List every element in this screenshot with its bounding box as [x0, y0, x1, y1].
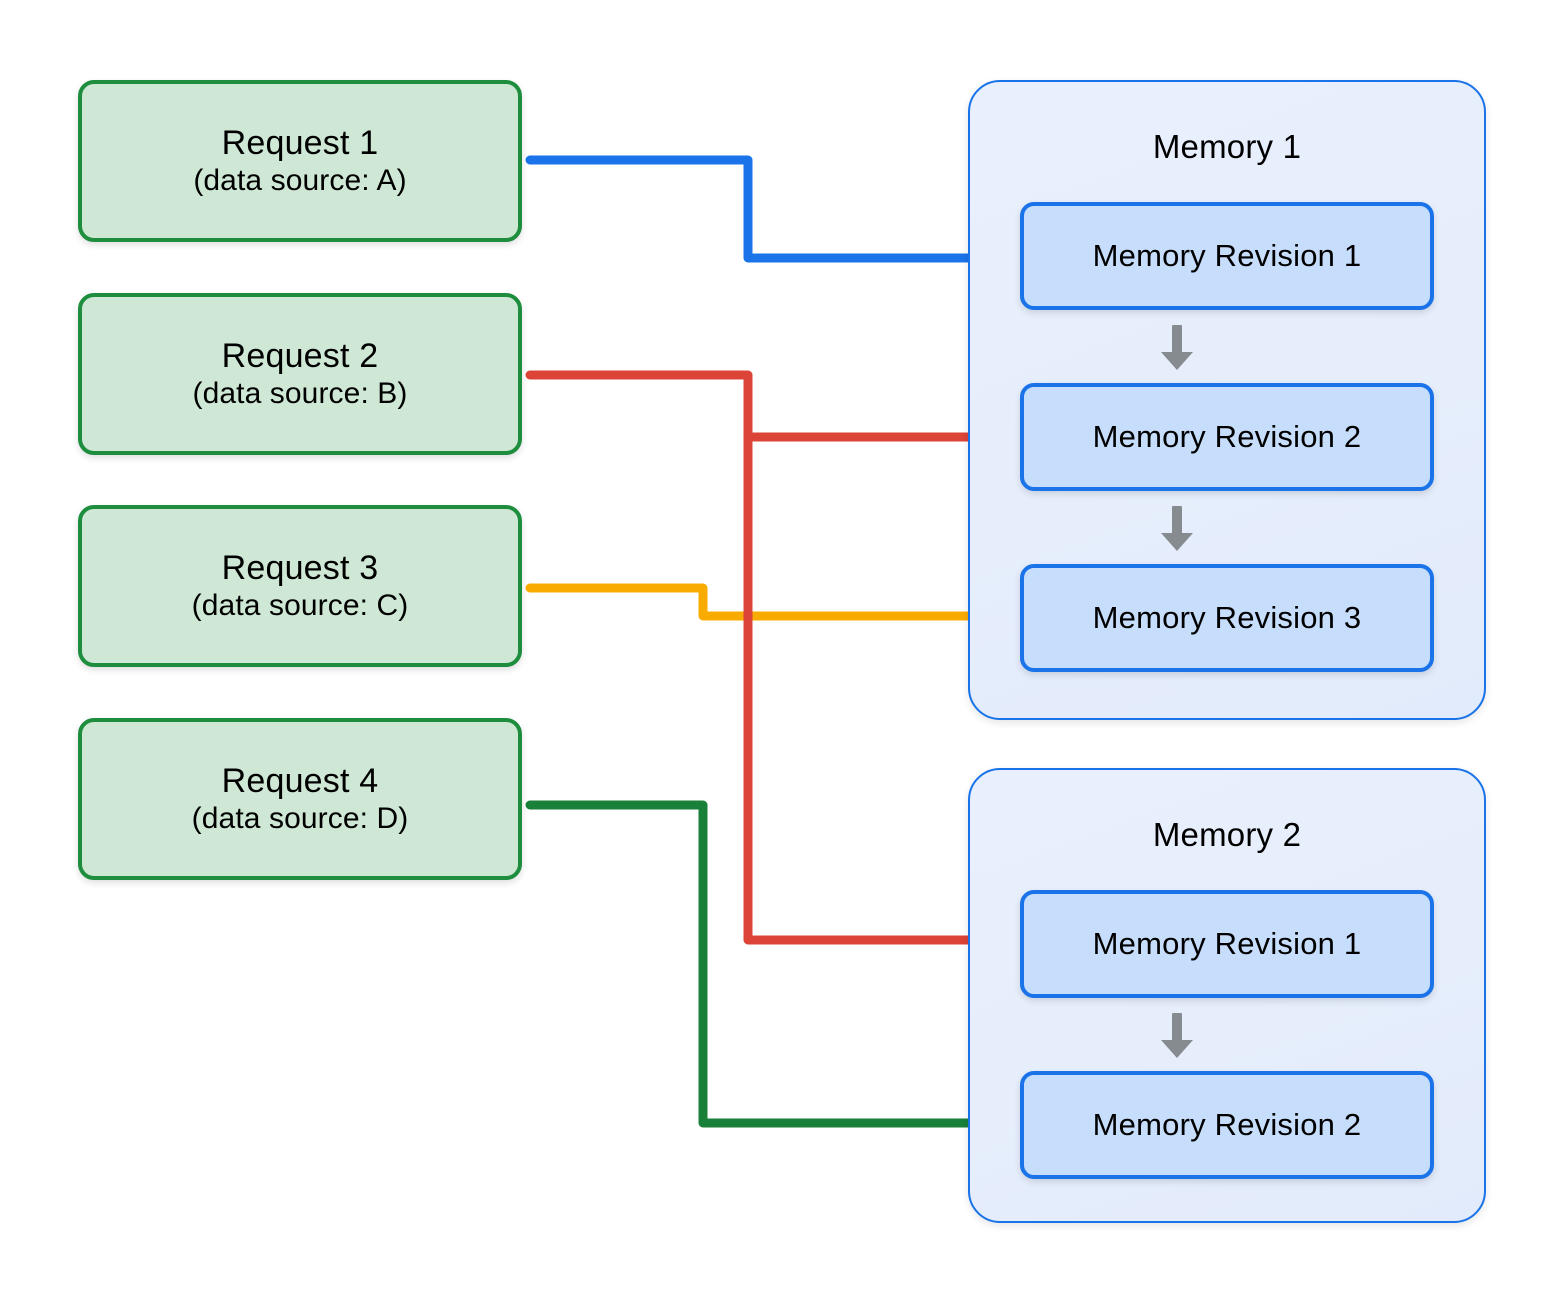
request-box-4[interactable]: Request 4 (data source: D)	[78, 718, 522, 880]
connector-request-4	[525, 800, 1011, 1146]
request-subtitle: (data source: C)	[191, 589, 409, 623]
memory-container-1[interactable]: Memory 1 Memory Revision 1 Memory Revisi…	[968, 80, 1486, 720]
memory-2-revision-1[interactable]: Memory Revision 1	[1020, 890, 1434, 998]
request-title: Request 1	[221, 123, 379, 162]
request-subtitle: (data source: A)	[193, 164, 407, 198]
request-box-1[interactable]: Request 1 (data source: A)	[78, 80, 522, 242]
memory-1-revision-1[interactable]: Memory Revision 1	[1020, 202, 1434, 310]
connector-request-1	[525, 155, 1011, 281]
request-title: Request 2	[221, 336, 379, 375]
request-box-3[interactable]: Request 3 (data source: C)	[78, 505, 522, 667]
memory-2-revision-2[interactable]: Memory Revision 2	[1020, 1071, 1434, 1179]
request-subtitle: (data source: B)	[192, 377, 408, 411]
request-title: Request 3	[221, 548, 379, 587]
request-box-2[interactable]: Request 2 (data source: B)	[78, 293, 522, 455]
down-arrow-icon	[1154, 322, 1200, 373]
memory-1-revision-3[interactable]: Memory Revision 3	[1020, 564, 1434, 672]
down-arrow-icon	[1154, 503, 1200, 554]
memory-container-2[interactable]: Memory 2 Memory Revision 1 Memory Revisi…	[968, 768, 1486, 1223]
request-subtitle: (data source: D)	[191, 802, 409, 836]
memory-title: Memory 1	[1152, 128, 1302, 165]
memory-title: Memory 2	[1152, 816, 1302, 853]
memory-1-revision-2[interactable]: Memory Revision 2	[1020, 383, 1434, 491]
connector-request-3	[525, 583, 1011, 639]
down-arrow-icon	[1154, 1010, 1200, 1061]
request-title: Request 4	[221, 761, 379, 800]
connector-request-2	[525, 370, 1011, 963]
